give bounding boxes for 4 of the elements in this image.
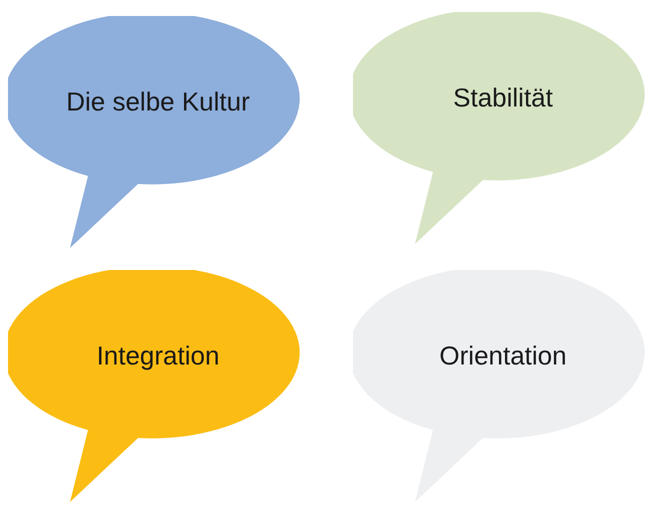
bubble-text: Orientation (439, 340, 567, 372)
bubble-text: Stabilität (453, 82, 553, 114)
bubble-text: Integration (96, 340, 220, 372)
bubble-text: Die selbe Kultur (66, 86, 250, 118)
